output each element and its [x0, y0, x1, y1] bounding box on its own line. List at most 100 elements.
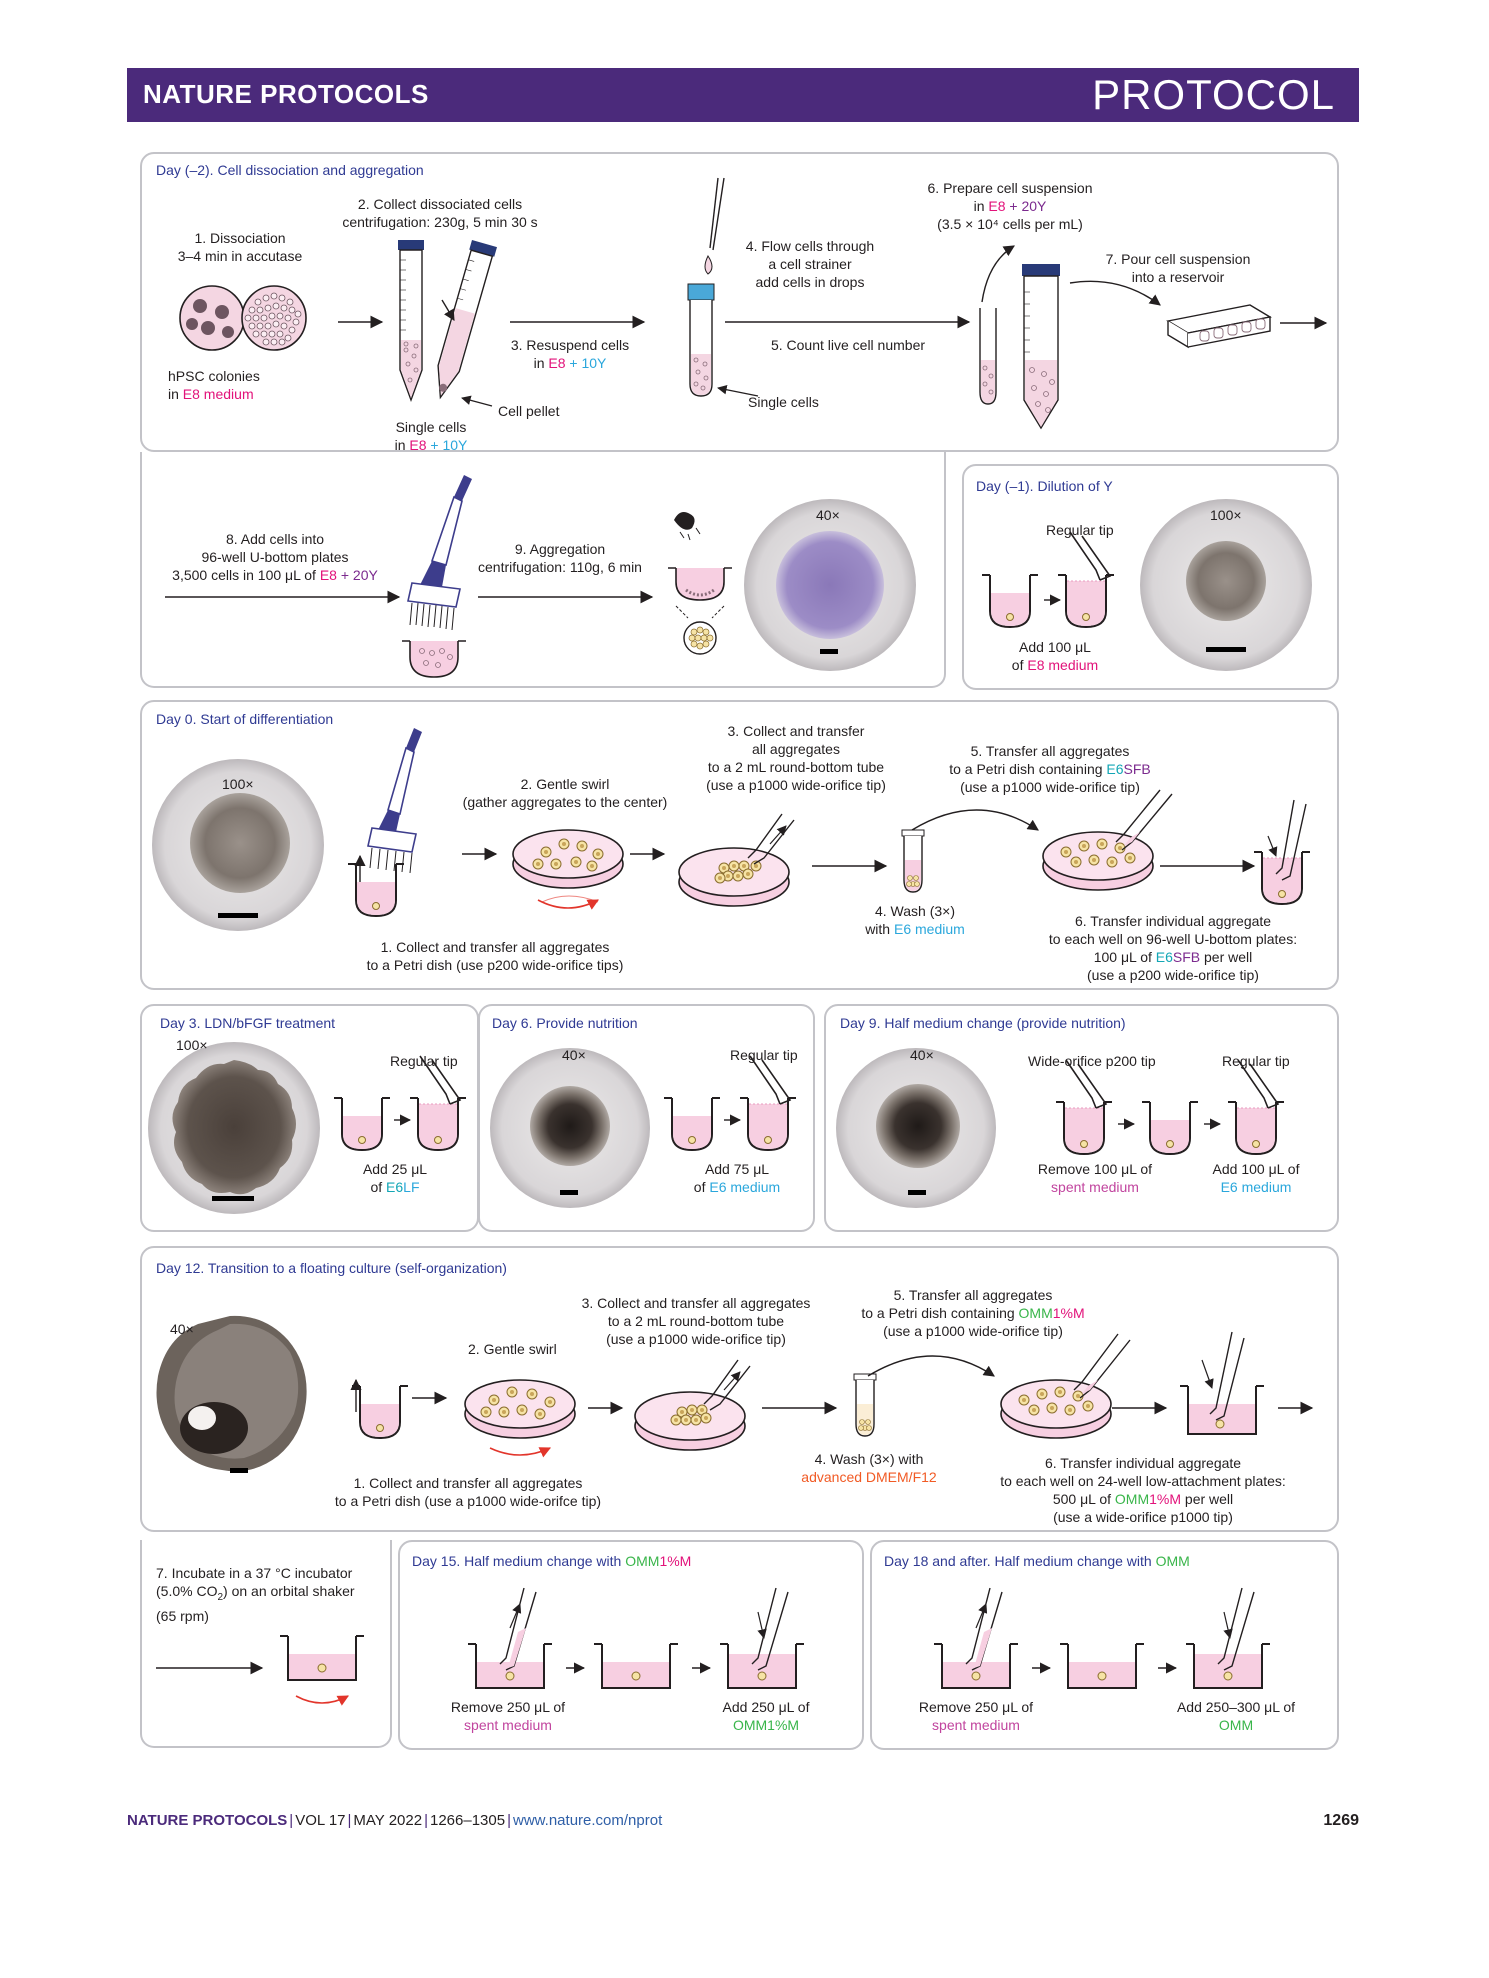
- panel-incubate: [140, 1540, 392, 1748]
- arrow: [462, 847, 498, 861]
- tip-label: Regular tip: [1046, 522, 1114, 538]
- panel-title: Day (–2). Cell dissociation and aggregat…: [156, 162, 424, 178]
- day3-wells: [333, 1055, 467, 1151]
- step2-label: 2. Gentle swirl(gather aggregates to the…: [462, 776, 668, 810]
- centrifuge-tubes: [398, 240, 497, 403]
- micrograph-40x-day12: [156, 1315, 307, 1473]
- transfer-dish: [1042, 789, 1173, 891]
- day15-wells: [467, 1587, 804, 1689]
- panel-day-minus2: [140, 152, 1339, 452]
- step4-label: 4. Wash (3×)with E6 medium: [865, 903, 965, 937]
- footer-citation: NATURE PROTOCOLS|VOL 17|MAY 2022|1266–13…: [127, 1812, 663, 1829]
- panel-title: Day (–1). Dilution of Y: [976, 478, 1113, 494]
- day6-wells: [663, 1055, 797, 1151]
- day12-swirl-dish: [464, 1379, 576, 1458]
- arrow: [588, 1401, 624, 1415]
- orbital-shaker-well: [156, 1635, 365, 1706]
- day12-collect-dish: [634, 1359, 751, 1451]
- arrow: [338, 315, 384, 329]
- incubate-label: 7. Incubate in a 37 °C incubator(5.0% CO…: [156, 1565, 355, 1624]
- panel-title: Day 15. Half medium change with OMM1%M: [412, 1553, 692, 1569]
- micrograph-100x-day0: [152, 759, 324, 931]
- step5-label: 5. Count live cell number: [770, 337, 926, 353]
- day12-24well: [1180, 1331, 1264, 1435]
- swirl-dish: [512, 829, 624, 910]
- round-bottom-tube: [901, 829, 925, 893]
- magnification-label: 100×: [1210, 507, 1242, 523]
- journal-name: NATURE PROTOCOLS: [143, 79, 429, 109]
- day18-wells: [933, 1587, 1270, 1689]
- day9-wells: [1055, 1059, 1285, 1155]
- single-cells-label-2: Single cells: [748, 394, 819, 410]
- arrow: [412, 1391, 448, 1405]
- micrograph-100x-day3: [148, 1042, 320, 1214]
- arrow: [630, 847, 666, 861]
- colony-dishes: [179, 285, 307, 351]
- multichannel-pipette: [402, 475, 472, 678]
- day12-collect-well: [350, 1378, 409, 1439]
- arrow: [812, 859, 888, 873]
- arrow: [1112, 1401, 1168, 1415]
- arrow: [762, 1401, 838, 1415]
- micrograph-40x-day6: [490, 1048, 650, 1208]
- dilution-wells: [981, 531, 1115, 628]
- magnification-label: 40×: [910, 1047, 934, 1063]
- tip-label-regular: Regular tip: [1222, 1053, 1290, 1069]
- collect-dish: [678, 813, 795, 907]
- panel-title: Day 12. Transition to a floating culture…: [156, 1260, 507, 1276]
- journal-url-link[interactable]: www.nature.com/nprot: [513, 1812, 663, 1829]
- collect-pipette-well: [347, 728, 422, 917]
- micrograph-40x-day9: [836, 1048, 996, 1208]
- day12-transfer-dish: [1000, 1333, 1131, 1439]
- article-type: PROTOCOL: [1092, 71, 1335, 118]
- arrow: [725, 315, 971, 329]
- strainer-tube: [687, 177, 725, 397]
- journal-header-bar: NATURE PROTOCOLS PROTOCOL: [127, 68, 1359, 122]
- pointer-line: [461, 395, 493, 407]
- micrograph-100x-aggregate: [1140, 499, 1312, 671]
- arrow: [1278, 1401, 1314, 1415]
- micrograph-40x-aggregate: [744, 499, 916, 671]
- curved-arrow: [911, 809, 1039, 831]
- panel-title: Day 3. LDN/bFGF treatment: [160, 1015, 336, 1031]
- arrow: [510, 315, 646, 329]
- panel-day12: [140, 1246, 1339, 1532]
- magnification-label: 40×: [562, 1047, 586, 1063]
- reservoir: [1069, 280, 1328, 349]
- single-well-transfer: [1253, 799, 1311, 905]
- magnification-label: 100×: [176, 1037, 208, 1053]
- panel-day18: [870, 1540, 1339, 1750]
- panel-title: Day 18 and after. Half medium change wit…: [884, 1553, 1190, 1569]
- arrow: [1160, 859, 1256, 873]
- tip-label-wide: Wide-orifice p200 tip: [1028, 1053, 1156, 1069]
- step2-label: 2. Gentle swirl: [468, 1341, 557, 1357]
- panel-title: Day 6. Provide nutrition: [492, 1015, 638, 1031]
- day12-wash-tube: [853, 1373, 877, 1437]
- magnification-label: 40×: [816, 507, 840, 523]
- aggregation-well: [668, 512, 732, 655]
- magnification-label: 40×: [170, 1321, 194, 1337]
